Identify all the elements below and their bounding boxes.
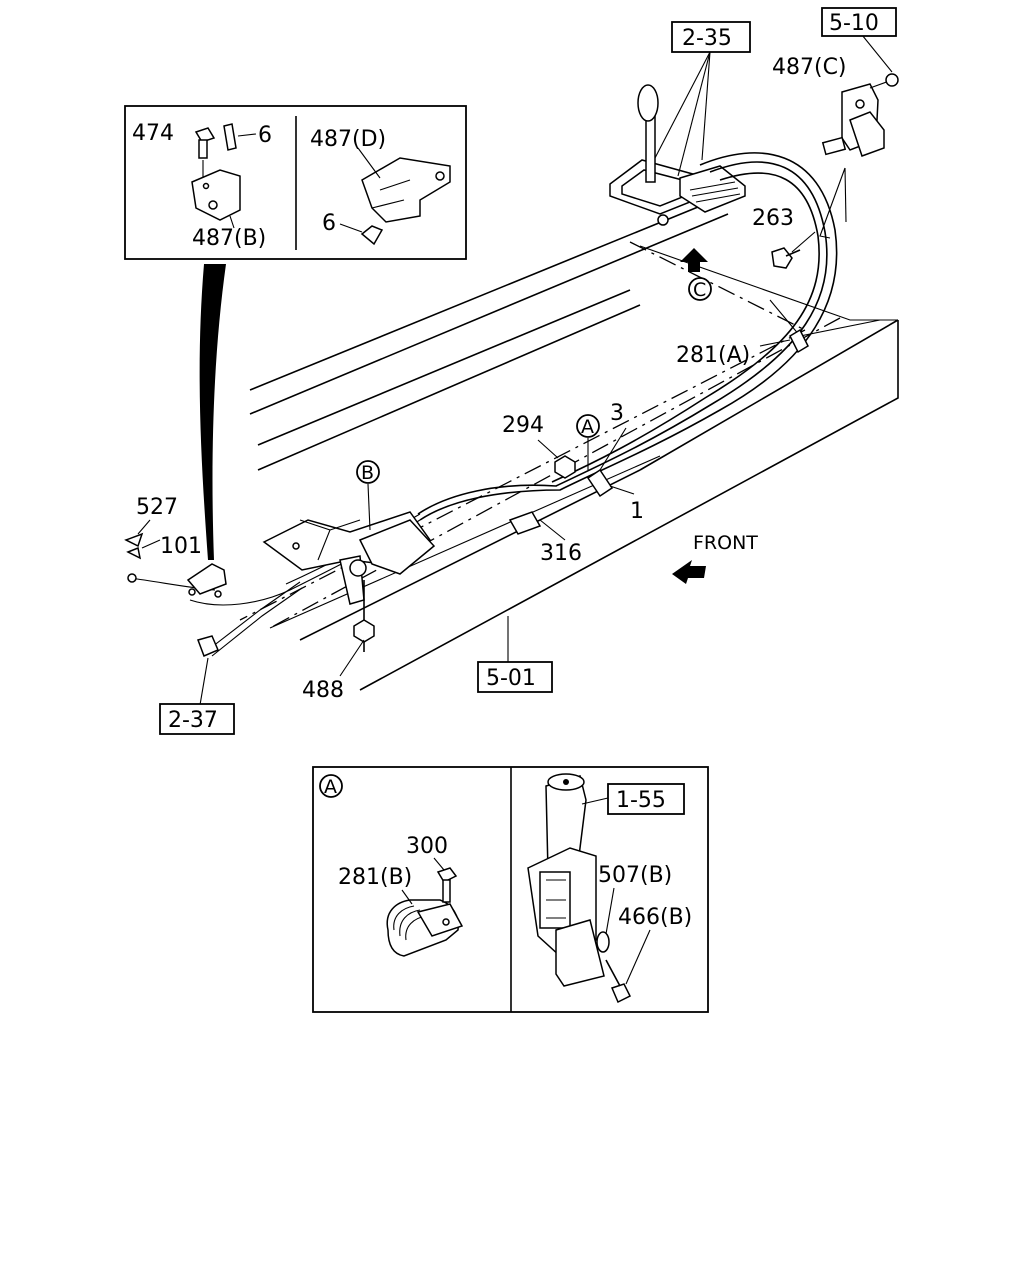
- nut-488: [339, 619, 375, 677]
- clamp-281a: [789, 328, 809, 354]
- callout-b-label: B: [361, 462, 374, 484]
- ref-label-2-37: 2-37: [168, 708, 218, 733]
- inset-brackets: [124, 105, 467, 260]
- ref-box-5-10: [821, 7, 897, 37]
- part-label-101: 101: [160, 534, 202, 559]
- shift-lever-assembly: [609, 84, 746, 226]
- ref-label-2-35: 2-35: [682, 26, 732, 51]
- front-arrow-icon: [672, 560, 706, 584]
- ref-box-1-55: [607, 783, 685, 815]
- part-label-488: 488: [302, 678, 344, 703]
- nut-294: [537, 439, 576, 479]
- callout-a-label: A: [581, 416, 594, 438]
- part-label-487b: 487(B): [192, 226, 266, 251]
- arrow-c-icon: [680, 248, 708, 272]
- part-label-263: 263: [752, 206, 794, 231]
- part-label-6-lower: 6: [322, 211, 336, 236]
- part-label-3: 3: [610, 401, 624, 426]
- bracket-487c: [819, 29, 899, 239]
- part-label-487c: 487(C): [772, 55, 847, 80]
- part-label-294: 294: [502, 413, 544, 438]
- part-label-316: 316: [540, 541, 582, 566]
- callout-c-circle: [688, 277, 712, 301]
- ref-box-2-35: [671, 21, 751, 53]
- part-label-474: 474: [132, 121, 174, 146]
- shift-cables: [129, 152, 838, 606]
- part-label-6-upper: 6: [258, 123, 272, 148]
- part-label-527: 527: [136, 495, 178, 520]
- part-label-507b: 507(B): [598, 863, 672, 888]
- part-label-1: 1: [630, 499, 644, 524]
- clamp-a: [586, 468, 614, 498]
- part-label-487d: 487(D): [310, 127, 386, 152]
- callout-b-circle: [356, 460, 380, 484]
- floor-outline: [239, 197, 899, 691]
- main-leaders: [367, 339, 791, 664]
- front-label: FRONT: [693, 532, 758, 554]
- labels: 2-35 5-10 5-01 2-37 487(C) 263 281(A) 29…: [132, 11, 879, 930]
- ref-box-5-01: [477, 661, 553, 693]
- part-label-281b: 281(B): [338, 865, 412, 890]
- bolt-263: [771, 231, 816, 269]
- ref-box-2-37: [159, 703, 235, 735]
- ref-label-1-55: 1-55: [616, 788, 666, 813]
- detail-box: [312, 766, 709, 1013]
- part-label-281a: 281(A): [676, 343, 750, 368]
- part-label-300: 300: [406, 834, 448, 859]
- callout-a-circle: [576, 414, 600, 438]
- cable-end-left: [124, 519, 303, 706]
- detail-leader: [199, 264, 226, 560]
- callout-a-detail-label: A: [324, 776, 337, 798]
- ref-label-5-10: 5-10: [829, 11, 879, 36]
- callout-c-label: C: [693, 279, 706, 301]
- ref-label-5-01: 5-01: [486, 666, 536, 691]
- leader-2-35: [654, 51, 711, 177]
- part-label-466b: 466(B): [618, 905, 692, 930]
